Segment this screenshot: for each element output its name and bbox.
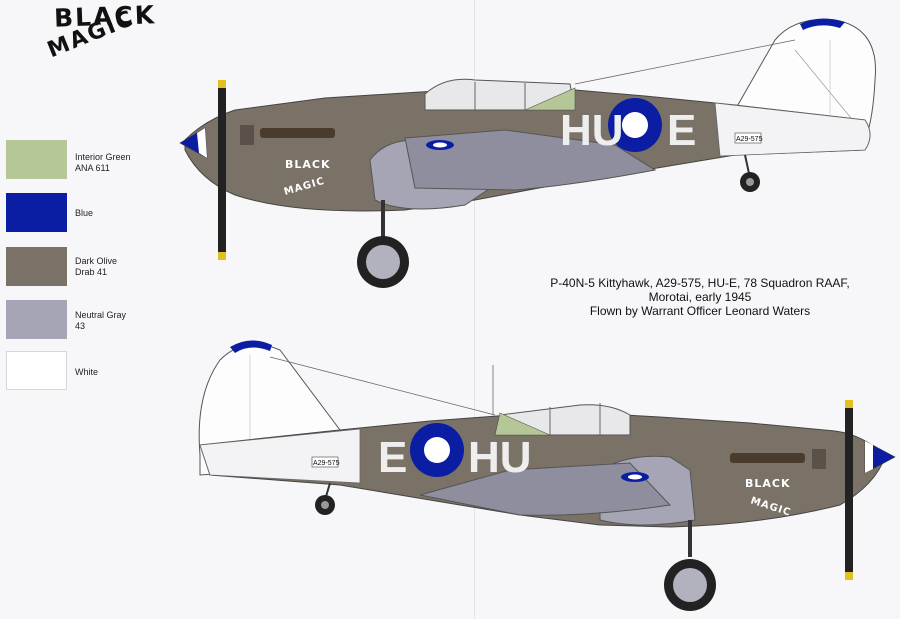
propeller <box>218 80 226 260</box>
code-right: HU <box>468 433 532 482</box>
swatch-label-line: Interior Green <box>75 152 131 162</box>
swatch-label-dark-olive-drab: Dark Olive Drab 41 <box>75 256 165 278</box>
port-profile: E HU A29-575 BLACK MAGIC <box>198 340 896 611</box>
serial-starboard: A29-575 <box>736 136 763 143</box>
swatch-label-line: Drab 41 <box>75 267 108 277</box>
wing <box>419 462 672 516</box>
code-left: HU <box>560 106 624 155</box>
wing <box>404 129 657 191</box>
caption-line-3: Flown by Warrant Officer Leonard Waters <box>589 304 811 318</box>
swatch-dark-olive-drab <box>6 247 67 286</box>
swatch-white <box>6 351 67 390</box>
swatch-neutral-gray <box>6 300 67 339</box>
page-fold-line <box>474 0 475 619</box>
swatch-label-interior-green: Interior Green ANA 611 <box>75 152 165 174</box>
aircraft-caption: P-40N-5 Kittyhawk, A29-575, HU-E, 78 Squ… <box>520 276 880 318</box>
swatch-label-line: Blue <box>75 208 94 218</box>
code-right: E <box>667 106 696 155</box>
swatch-label-white: White <box>75 367 165 378</box>
swatch-label-line: ANA 611 <box>75 163 110 173</box>
swatch-label-line: Neutral Gray <box>75 310 127 320</box>
serial-port: A29-575 <box>313 460 340 467</box>
swatch-blue <box>6 193 67 232</box>
swatch-label-line: 43 <box>75 321 86 331</box>
swatch-label-blue: Blue <box>75 208 165 219</box>
swatch-label-neutral-gray: Neutral Gray 43 <box>75 310 165 332</box>
nose-art-line1: BLACK <box>745 477 791 490</box>
swatch-label-line: White <box>75 367 99 377</box>
nose-art-line1: BLACK <box>285 158 331 171</box>
propeller <box>845 400 853 580</box>
code-left: E <box>378 433 407 482</box>
starboard-profile: HU E A29-575 BLACK MAGIC <box>179 18 876 288</box>
swatch-label-line: Dark Olive <box>75 256 118 266</box>
caption-line-1: P-40N-5 Kittyhawk, A29-575, HU-E, 78 Squ… <box>550 276 850 290</box>
caption-line-2: Morotai, early 1945 <box>648 290 752 304</box>
swatch-interior-green <box>6 140 67 179</box>
fin-tip-blue <box>800 18 845 30</box>
